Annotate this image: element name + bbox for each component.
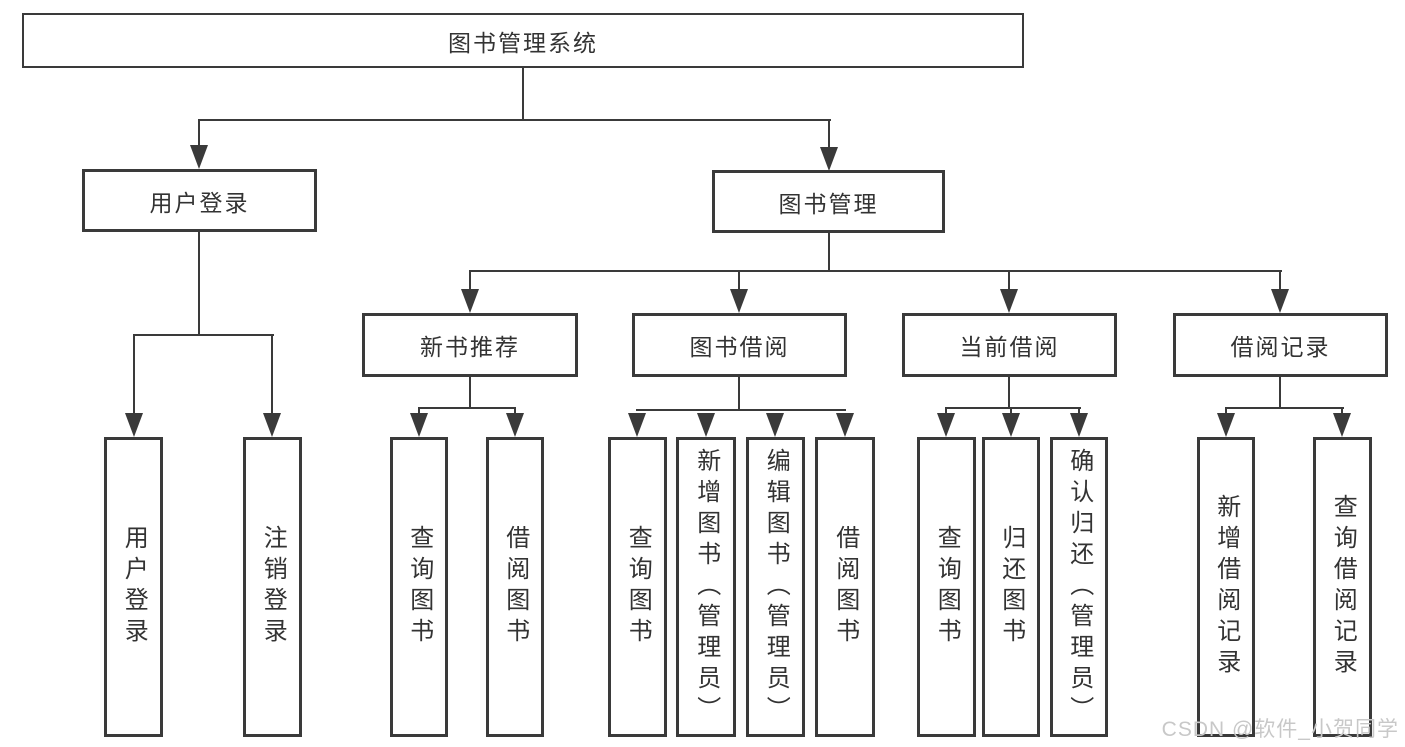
arrow-down: [125, 413, 143, 437]
node-label: 用户登录: [149, 189, 250, 216]
connector-line: [1341, 409, 1343, 415]
node-library-management-system: 图书管理系统: [22, 13, 1024, 68]
arrow-down: [410, 413, 428, 437]
connector-line: [828, 121, 830, 149]
node-edit-book-admin: 编辑图书（管理员）: [746, 437, 805, 737]
node-label: 用户登录: [120, 525, 148, 649]
node-label: 借阅图书: [501, 525, 529, 649]
connector-line: [522, 68, 524, 121]
connector-line: [828, 233, 830, 272]
arrow-down: [506, 413, 524, 437]
node-label: 图书管理: [778, 190, 879, 217]
arrow-down: [820, 147, 838, 171]
node-borrow-books-recommendation: 借阅图书: [486, 437, 544, 737]
arrow-down: [628, 413, 646, 437]
connector-line: [198, 232, 200, 336]
arrow-down: [1070, 413, 1088, 437]
node-new-book-recommendation: 新书推荐: [362, 313, 578, 377]
arrow-down: [697, 413, 715, 437]
connector-line: [1279, 272, 1281, 291]
arrow-down: [1333, 413, 1351, 437]
connector-line: [1010, 409, 1012, 415]
node-add-book-admin: 新增图书（管理员）: [676, 437, 736, 737]
node-label: 查询图书: [624, 525, 652, 649]
connector-line: [198, 121, 200, 147]
connector-line: [1008, 377, 1010, 409]
node-label: 借阅图书: [831, 525, 859, 649]
connector-line: [945, 407, 1081, 409]
arrow-down: [937, 413, 955, 437]
node-label: 查询图书: [405, 525, 433, 649]
node-label: 图书管理系统: [448, 29, 598, 56]
arrow-down: [263, 413, 281, 437]
connector-line: [1008, 272, 1010, 291]
node-label: 确认归还（管理员）: [1065, 447, 1093, 727]
node-label: 归还图书: [997, 525, 1025, 649]
node-label: 新增借阅记录: [1212, 494, 1240, 680]
node-label: 当前借阅: [959, 334, 1060, 360]
arrow-down: [190, 145, 208, 169]
connector-line: [469, 377, 471, 409]
arrow-down: [836, 413, 854, 437]
node-return-books: 归还图书: [982, 437, 1040, 737]
node-label: 借阅记录: [1230, 334, 1331, 360]
connector-line: [418, 407, 516, 409]
arrow-down: [1271, 289, 1289, 313]
connector-line: [133, 336, 135, 413]
arrow-down: [1002, 413, 1020, 437]
node-logout-action: 注销登录: [243, 437, 302, 737]
node-user-login-action: 用户登录: [104, 437, 163, 737]
node-book-borrowing: 图书借阅: [632, 313, 847, 377]
connector-line: [738, 272, 740, 291]
node-query-books-current: 查询图书: [917, 437, 976, 737]
node-borrow-books-borrowing: 借阅图书: [815, 437, 875, 737]
node-label: 编辑图书（管理员）: [762, 447, 790, 727]
arrow-down: [766, 413, 784, 437]
node-query-books-borrowing: 查询图书: [608, 437, 667, 737]
arrow-down: [1000, 289, 1018, 313]
connector-line: [1225, 407, 1344, 409]
node-query-books-recommendation: 查询图书: [390, 437, 448, 737]
watermark: CSDN @软件_小贺同学: [1161, 718, 1399, 741]
node-label: 注销登录: [259, 525, 287, 649]
connector-line: [271, 336, 273, 413]
connector-line: [469, 272, 471, 291]
connector-line: [133, 334, 274, 336]
connector-line: [1078, 409, 1080, 415]
connector-line: [636, 409, 846, 411]
connector-line: [945, 409, 947, 415]
node-add-borrow-record: 新增借阅记录: [1197, 437, 1255, 737]
connector-line: [469, 270, 1282, 272]
arrow-down: [461, 289, 479, 313]
node-label: 图书借阅: [689, 334, 790, 360]
node-user-login: 用户登录: [82, 169, 317, 232]
arrow-down: [730, 289, 748, 313]
node-borrowing-records: 借阅记录: [1173, 313, 1388, 377]
arrow-down: [1217, 413, 1235, 437]
connector-line: [738, 377, 740, 411]
connector-line: [1225, 409, 1227, 415]
node-label: 新增图书（管理员）: [692, 447, 720, 727]
node-book-management: 图书管理: [712, 170, 945, 233]
connector-line: [198, 119, 831, 121]
connector-line: [1279, 377, 1281, 409]
node-query-borrow-record: 查询借阅记录: [1313, 437, 1372, 737]
node-label: 查询图书: [933, 525, 961, 649]
node-confirm-return-admin: 确认归还（管理员）: [1050, 437, 1108, 737]
node-label: 新书推荐: [420, 334, 520, 360]
node-current-borrowing: 当前借阅: [902, 313, 1117, 377]
node-label: 查询借阅记录: [1329, 494, 1357, 680]
